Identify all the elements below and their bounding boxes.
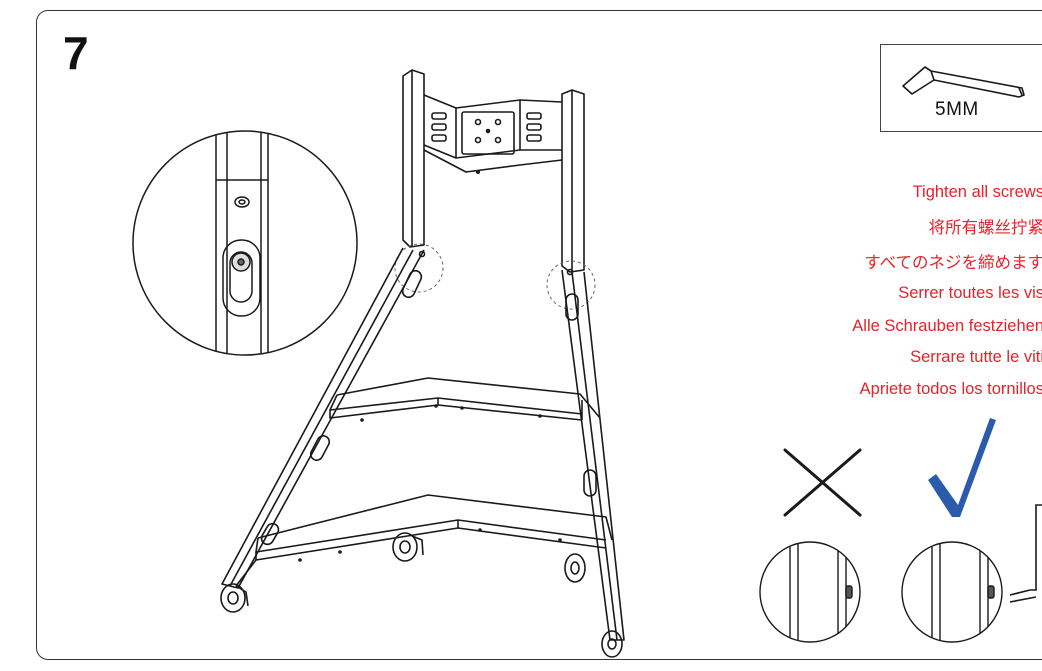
- check-mark-icon: [928, 418, 996, 517]
- caster-wheel-back-right: [564, 553, 586, 583]
- step-panel-frame: [36, 10, 1042, 660]
- instruction-en: Tighten all screws: [912, 183, 1042, 201]
- tool-size-label: 5MM: [935, 99, 979, 120]
- instruction-es: Apriete todos los tornillos: [859, 380, 1042, 398]
- detail-zoom-circle: [132, 130, 358, 356]
- caster-wheel-center: [392, 532, 424, 562]
- instruction-ja: すべてのネジを締めます: [864, 254, 1042, 272]
- step-number: 7: [63, 27, 89, 79]
- instruction-zh: 将所有螺丝拧紧: [928, 219, 1042, 237]
- caster-wheel-front-right: [601, 630, 623, 658]
- caster-wheel-front-left: [220, 583, 249, 613]
- tv-stand-illustration: [220, 69, 625, 658]
- incorrect-example-circle: [759, 541, 861, 643]
- instruction-de: Alle Schrauben festziehen: [852, 317, 1042, 335]
- instruction-fr: Serrer toutes les vis: [898, 284, 1042, 302]
- correct-example-circle: [901, 504, 1042, 643]
- cross-mark-icon: [783, 448, 862, 517]
- instruction-it: Serrare tutte le viti: [910, 348, 1042, 366]
